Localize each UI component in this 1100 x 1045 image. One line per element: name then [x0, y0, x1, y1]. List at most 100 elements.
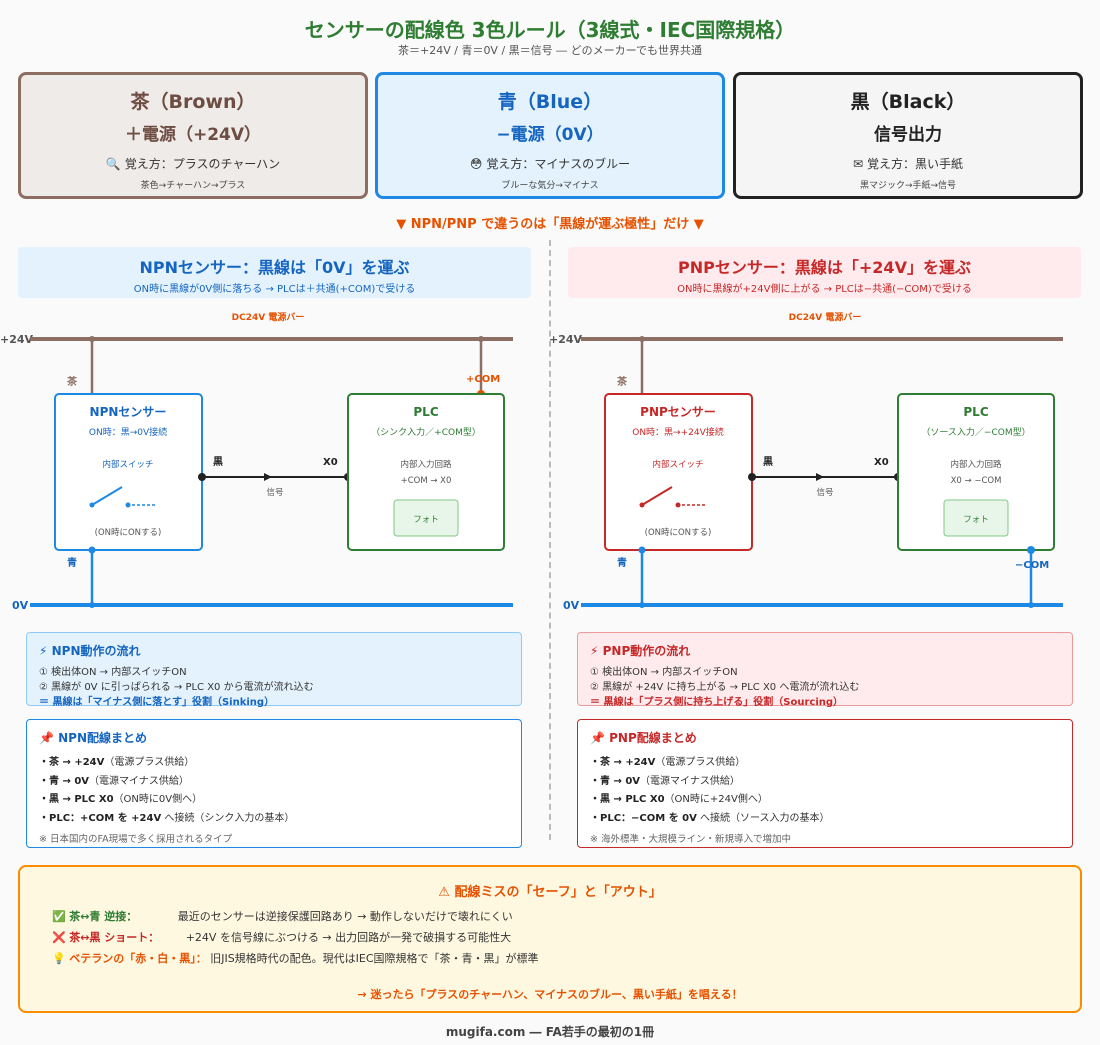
page-subtitle: 茶＝+24V / 青＝0V / 黒＝信号 ― どのメーカーでも世界共通	[398, 44, 702, 57]
npn-heading-title: NPNセンサー：黒線は「0V」を運ぶ	[139, 258, 410, 277]
sensor-sub: ON時：黒→+24V接続	[632, 426, 724, 438]
wiring-title: 📌 NPN配線まとめ	[39, 731, 148, 745]
signal-arrow	[264, 473, 272, 481]
signal-label: 信号	[816, 487, 833, 498]
pnp-sensor-box	[604, 393, 753, 551]
zero-v-label: 0V	[563, 599, 580, 612]
switch-blade	[641, 486, 673, 506]
plc-circuit-label: 内部入力回路	[400, 459, 452, 470]
flow-title: ⚡ PNP動作の流れ	[590, 644, 691, 658]
sad-face-icon: 😳	[469, 157, 483, 171]
black-terminal	[748, 473, 756, 481]
wiring-item: ・青 → 0V（電源マイナス供給）	[590, 775, 740, 787]
blue-terminal	[88, 546, 96, 554]
flow-step: ② 黒線が +24V に持ち上がる → PLC X0 へ電流が流れ込む	[590, 682, 860, 693]
blue-label: 青	[67, 556, 77, 569]
switch-note: (ON時にONする)	[95, 528, 162, 538]
switch-note: (ON時にONする)	[645, 528, 712, 538]
polarity-note: ▼ NPN/PNP で違うのは「黒線が運ぶ極性」だけ ▼	[396, 217, 704, 232]
wiring-note: ※ 日本国内のFA現場で多く採用されるタイプ	[39, 834, 233, 845]
page-title: センサーの配線色 3色ルール（3線式・IEC国際規格）	[304, 18, 796, 42]
black-terminal	[198, 473, 206, 481]
npn-wiring-summary: 📌 NPN配線まとめ ・茶 → +24V（電源プラス供給） ・青 → 0V（電源…	[26, 719, 522, 848]
plc-path-label: +COM → X0	[401, 476, 452, 486]
lightning-icon: ⚡	[39, 644, 48, 658]
mnemonic-hint: ブルーな気分→マイナス	[501, 181, 599, 191]
flow-step: ① 検出体ON → 内部スイッチON	[590, 667, 738, 678]
pin-icon: 📌	[590, 731, 605, 745]
flow-conclusion: ＝ 黒線は「マイナス側に落とす」役割（Sinking）	[39, 697, 275, 708]
photocoupler-box	[393, 499, 459, 537]
bar-label: DC24V 電源バー	[232, 311, 305, 323]
blue-label: 青	[617, 556, 627, 569]
plc-box	[897, 393, 1055, 551]
color-name: 黒（Black）	[850, 91, 966, 113]
wiring-item: ・茶 → +24V（電源プラス供給）	[39, 757, 195, 768]
sensor-title: NPNセンサー	[90, 405, 167, 419]
npn-sensor-box	[54, 393, 203, 551]
wiring-item: ・黒 → PLC X0（ON時に+24V側へ）	[590, 794, 768, 805]
brown-label: 茶	[66, 375, 78, 388]
x0-label: X0	[874, 457, 889, 468]
black-label: 黒	[213, 456, 223, 468]
color-role: ＋電源（+24V）	[124, 125, 262, 145]
warning-row: ❌ 茶↔黒 ショート： +24V を信号線にぶつける → 出力回路が一発で破損す…	[52, 931, 512, 944]
switch-label: 内部スイッチ	[652, 459, 703, 470]
black-label: 黒	[763, 456, 773, 468]
color-card-blue: 青（Blue） −電源（0V） 😳覚え方：マイナスのブルー ブルーな気分→マイナ…	[375, 72, 725, 199]
lightbulb-icon: 💡	[52, 952, 66, 965]
pnp-flow-box: ⚡ PNP動作の流れ ① 検出体ON → 内部スイッチON ② 黒線が +24V…	[577, 632, 1073, 708]
junction-dot	[639, 602, 645, 608]
plc-sub: （シンク入力／+COM型）	[371, 426, 481, 438]
color-name: 青（Blue）	[497, 91, 603, 113]
signal-label: 信号	[266, 487, 283, 498]
warning-box: ⚠ 配線ミスの「セーフ」と「アウト」 ✅ 茶↔青 逆接： 最近のセンサーは逆接保…	[18, 865, 1082, 1013]
sensor-title: PNPセンサー	[640, 405, 716, 419]
photocoupler-box	[943, 499, 1009, 537]
mnemonic: 🔍覚え方：プラスのチャーハン	[105, 157, 281, 171]
pin-icon: 📌	[39, 731, 54, 745]
wiring-note: ※ 海外標準・大規模ライン・新規導入で増加中	[590, 834, 791, 845]
color-card-brown: 茶（Brown） ＋電源（+24V） 🔍覚え方：プラスのチャーハン 茶色→チャー…	[18, 72, 368, 199]
flow-title: ⚡ NPN動作の流れ	[39, 644, 141, 658]
plc-sub: （ソース入力／−COM型）	[921, 426, 1030, 438]
color-role: 信号出力	[874, 125, 942, 145]
signal-arrow	[816, 473, 824, 481]
check-icon: ✅	[52, 910, 66, 923]
color-card-black: 黒（Black） 信号出力 ✉覚え方：黒い手紙 黒マジック→手紙→信号	[733, 72, 1083, 199]
warning-row: ✅ 茶↔青 逆接： 最近のセンサーは逆接保護回路あり → 動作しないだけで壊れに…	[52, 910, 513, 923]
mnemonic-hint: 茶色→チャーハン→プラス	[140, 181, 246, 191]
warning-footer: → 迷ったら「プラスのチャーハン、マイナスのブルー、黒い手紙」を唱える！	[357, 988, 743, 1001]
mnemonic: 😳覚え方：マイナスのブルー	[469, 157, 631, 171]
switch-label: 内部スイッチ	[102, 459, 153, 470]
envelope-icon: ✉	[852, 157, 864, 171]
com-terminal	[1027, 546, 1035, 554]
plus-24v-label: +24V	[0, 333, 34, 346]
com-label: −COM	[1015, 560, 1049, 571]
flow-step: ② 黒線が 0V に引っぱられる → PLC X0 から電流が流れ込む	[39, 682, 314, 693]
flow-conclusion: ＝ 黒線は「プラス側に持ち上げる」役割（Sourcing）	[590, 697, 844, 708]
warning-title: ⚠ 配線ミスの「セーフ」と「アウト」	[438, 885, 662, 900]
pnp-heading-sub: ON時に黒線が+24V側に上がる → PLCは−共通(−COM)で受ける	[677, 284, 972, 295]
pnp-heading-title: PNPセンサー：黒線は「+24V」を運ぶ	[678, 258, 971, 277]
junction-dot	[1028, 602, 1034, 608]
wiring-item: ・黒 → PLC X0（ON時に0V側へ）	[39, 794, 203, 805]
plc-circuit-label: 内部入力回路	[950, 459, 1002, 470]
npn-heading-sub: ON時に黒線が0V側に落ちる → PLCは＋共通(+COM)で受ける	[133, 284, 416, 295]
sensor-sub: ON時：黒→0V接続	[89, 426, 167, 438]
switch-blade	[91, 486, 123, 506]
lightning-icon: ⚡	[590, 644, 599, 658]
wiring-item: ・PLC：+COM を +24V へ接続（シンク入力の基本）	[39, 812, 295, 824]
photocoupler-label: フォト	[413, 515, 439, 525]
magnifier-icon: 🔍	[105, 157, 121, 171]
wiring-item: ・PLC：−COM を 0V へ接続（ソース入力の基本）	[590, 812, 830, 824]
plus-24v-label: +24V	[549, 333, 583, 346]
zero-v-label: 0V	[12, 599, 29, 612]
pnp-heading: PNPセンサー：黒線は「+24V」を運ぶ ON時に黒線が+24V側に上がる → …	[568, 247, 1081, 298]
plc-title: PLC	[413, 405, 438, 419]
color-name: 茶（Brown）	[130, 91, 256, 113]
warning-row: 💡 ベテランの「赤・白・黒」： 旧JIS規格時代の配色。現代はIEC国際規格で「…	[52, 952, 539, 965]
wiring-item: ・茶 → +24V（電源プラス供給）	[590, 757, 746, 768]
pnp-wiring-summary: 📌 PNP配線まとめ ・茶 → +24V（電源プラス供給） ・青 → 0V（電源…	[577, 719, 1073, 848]
com-label: +COM	[466, 374, 500, 385]
